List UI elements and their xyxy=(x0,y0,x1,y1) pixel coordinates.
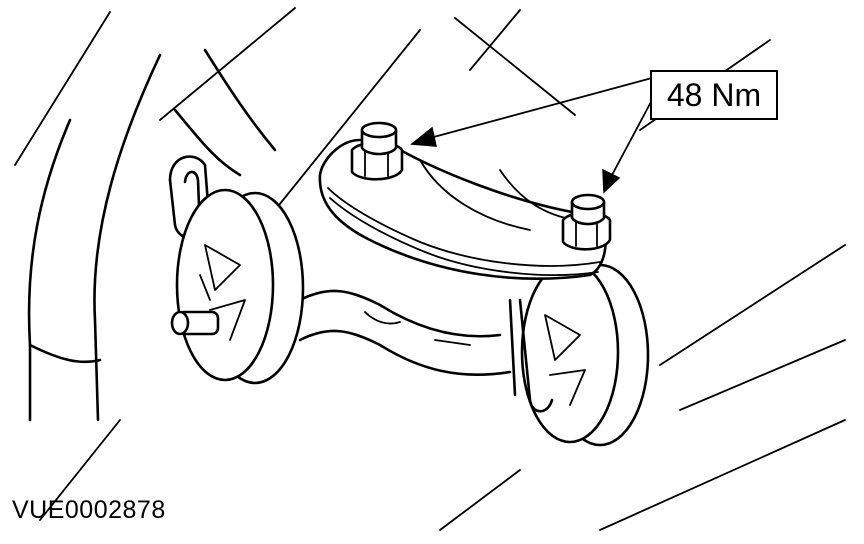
torque-value: 48 Nm xyxy=(666,76,762,113)
right-hanger-rod xyxy=(508,298,554,413)
torque-leaders xyxy=(410,77,653,194)
bolt-lower xyxy=(561,193,612,251)
torque-callout: 48 Nm xyxy=(650,70,778,120)
exhaust-pipe xyxy=(298,289,512,376)
left-rubber-isolator xyxy=(175,188,305,385)
figure-id: VUE0002878 xyxy=(12,496,166,524)
chassis-frame-rail xyxy=(27,48,277,422)
left-hanger-pin xyxy=(170,310,220,336)
bolt-upper xyxy=(350,121,404,181)
right-rubber-isolator xyxy=(520,260,650,447)
